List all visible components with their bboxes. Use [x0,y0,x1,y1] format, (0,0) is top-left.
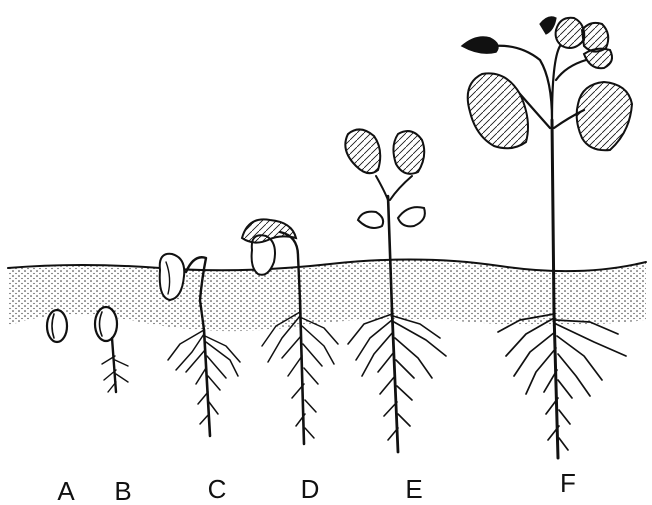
plant-stage-f [462,17,632,458]
stage-label-b: B [114,476,131,505]
stage-label-f: F [560,468,576,498]
seed-stage-a [47,310,67,342]
stage-label-c: C [208,474,227,504]
stage-label-e: E [405,474,422,504]
stage-label-a: A [57,476,75,505]
seedling-stage-b [95,307,128,392]
seedling-stage-d [242,219,338,444]
stage-label-d: D [301,474,320,504]
stage-labels: A B C D E F [57,468,576,505]
